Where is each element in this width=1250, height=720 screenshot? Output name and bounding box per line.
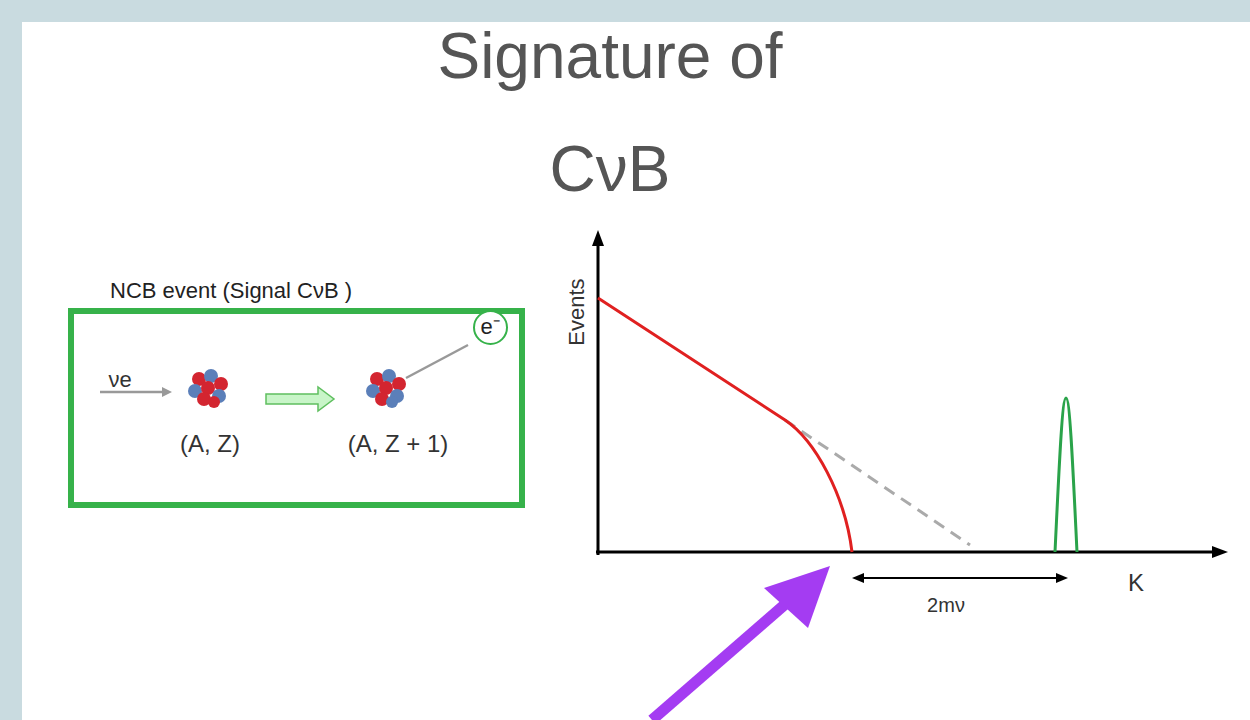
event-box: NCB event (Signal CνB )e⁻ bbox=[68, 308, 525, 508]
beta-spectrum-massless bbox=[785, 420, 970, 545]
nucleus-symbol bbox=[188, 369, 228, 408]
dimension-label: 2mν bbox=[927, 594, 965, 617]
pointer-arrow bbox=[652, 600, 790, 720]
particle-circle: e⁻ bbox=[473, 310, 508, 345]
axis-arrow-head bbox=[1212, 546, 1228, 558]
dimension-arrow-head bbox=[852, 573, 864, 583]
axis-arrow-head bbox=[592, 230, 604, 246]
particle-label: e⁻ bbox=[480, 316, 499, 338]
gap-dimension bbox=[862, 577, 1058, 579]
beta-spectrum bbox=[598, 298, 852, 552]
nucleus-label: (A, Z + 1) bbox=[348, 430, 449, 458]
axis-label: Events bbox=[564, 278, 590, 345]
axis-label: K bbox=[1128, 569, 1144, 597]
electron-track bbox=[406, 345, 468, 378]
x-axis bbox=[596, 551, 1215, 554]
dimension-arrow-head bbox=[1056, 573, 1068, 583]
box-heading: NCB event (Signal CνB ) bbox=[110, 278, 352, 304]
pointer-arrow-head bbox=[764, 566, 830, 628]
slide-title: Signature of CνB bbox=[385, 0, 835, 226]
signal-peak bbox=[1055, 398, 1077, 552]
y-axis bbox=[597, 240, 600, 555]
nucleus-symbol bbox=[366, 369, 406, 408]
arrow-head bbox=[162, 387, 172, 397]
nucleus-label: (A, Z) bbox=[180, 430, 240, 458]
particle-label: νe bbox=[108, 367, 131, 393]
transition-arrow bbox=[266, 387, 334, 411]
